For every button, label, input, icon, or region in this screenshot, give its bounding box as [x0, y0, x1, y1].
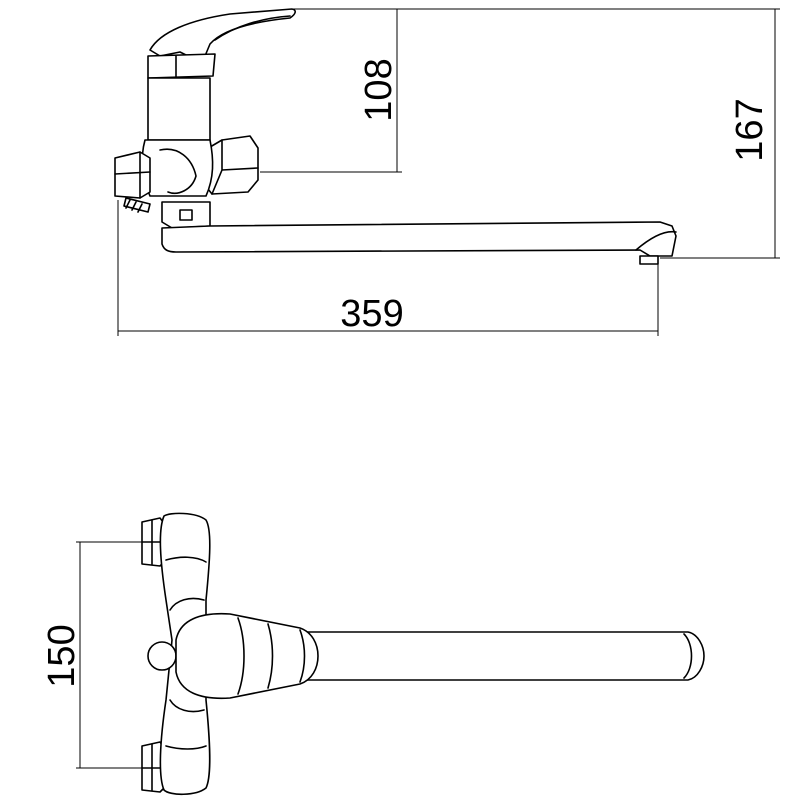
spout-tube-top [269, 631, 705, 681]
dimension-167: 167 [398, 8, 780, 259]
dimension-150-label: 150 [41, 624, 83, 687]
diverter-knob-top [147, 641, 177, 671]
aerator [639, 255, 659, 265]
dimension-150: 150 [41, 541, 142, 769]
dimension-359: 359 [117, 200, 659, 336]
hex-nut [114, 151, 151, 199]
cartridge-cap [147, 53, 216, 79]
top-view [141, 512, 705, 796]
dimension-108: 108 [260, 8, 402, 173]
dimension-108-label: 108 [358, 58, 400, 121]
dimension-167-label: 167 [729, 98, 771, 161]
lever-handle [149, 8, 296, 59]
spout-tube [161, 221, 677, 257]
dimension-359-label: 359 [340, 293, 403, 335]
spout-base [161, 201, 211, 229]
lever-handle-top [175, 612, 319, 700]
side-view [114, 8, 677, 265]
mixer-body [147, 77, 211, 141]
wall-rod [123, 197, 151, 213]
body-joint [141, 139, 214, 197]
